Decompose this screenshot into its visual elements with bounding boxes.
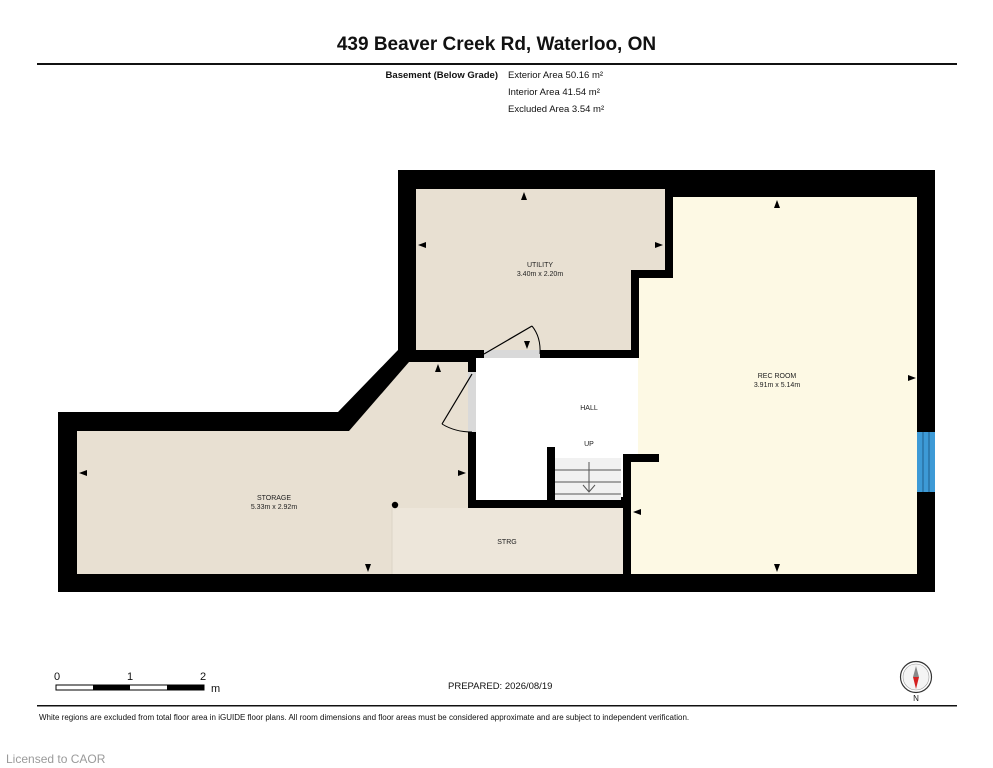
- window: [917, 432, 935, 492]
- prepared-date: PREPARED: 2026/08/19: [448, 681, 553, 692]
- rec-room-name: REC ROOM: [758, 373, 797, 380]
- scale-tick-1: 1: [127, 671, 134, 683]
- compass-label: N: [913, 694, 919, 703]
- rec-room-dims: 3.91m x 5.14m: [754, 382, 800, 389]
- wall-utility-bottom-right: [540, 350, 639, 358]
- footer-divider: [37, 705, 957, 707]
- post-marker: [391, 501, 399, 509]
- compass-icon: [899, 660, 933, 694]
- utility-name: UTILITY: [527, 262, 553, 269]
- hall-name: HALL: [580, 405, 598, 412]
- scale-unit: m: [211, 683, 221, 695]
- compass: N: [898, 660, 934, 704]
- utility-room: [416, 189, 665, 350]
- page-title: 439 Beaver Creek Rd, Waterloo, ON: [336, 34, 657, 55]
- footnote: White regions are excluded from total fl…: [39, 713, 690, 722]
- rec-room: [631, 197, 917, 574]
- wall-stair-right: [623, 454, 631, 574]
- stair-area: [555, 458, 621, 500]
- excluded-area: Excluded Area 3.54 m²: [508, 104, 605, 115]
- wall-hall-left-top: [468, 358, 476, 372]
- wall-utility-hall-vertical: [631, 270, 639, 358]
- stairs-up-label: UP: [584, 441, 594, 448]
- strg-name: STRG: [497, 539, 516, 546]
- strg-room: [392, 508, 623, 574]
- storage-room: [77, 362, 468, 574]
- door-storage-hall: [441, 372, 476, 433]
- door-utility-hall: [483, 325, 541, 358]
- wall-stair-left: [547, 447, 555, 508]
- utility-dims: 3.40m x 2.20m: [517, 271, 563, 278]
- license-watermark: Licensed to CAOR: [6, 752, 106, 766]
- scale-tick-2: 2: [200, 671, 207, 683]
- exterior-area: Exterior Area 50.16 m²: [508, 70, 604, 81]
- storage-dims: 5.33m x 2.92m: [251, 504, 297, 511]
- wall-utility-step: [631, 270, 673, 278]
- interior-area: Interior Area 41.54 m²: [508, 87, 600, 98]
- floor-label: Basement (Below Grade): [385, 70, 498, 81]
- stairs: [555, 462, 621, 495]
- scale-tick-0: 0: [54, 671, 61, 683]
- header-divider: [37, 63, 957, 65]
- wall-utility-rec: [665, 189, 673, 278]
- scale-bar: [55, 684, 205, 691]
- wall-utility-bottom-left: [398, 350, 476, 358]
- storage-name: STORAGE: [257, 495, 291, 502]
- wall-stair-cap: [623, 454, 659, 462]
- dimension-arrows: [79, 192, 916, 572]
- wall-hall-left-bottom: [468, 432, 476, 508]
